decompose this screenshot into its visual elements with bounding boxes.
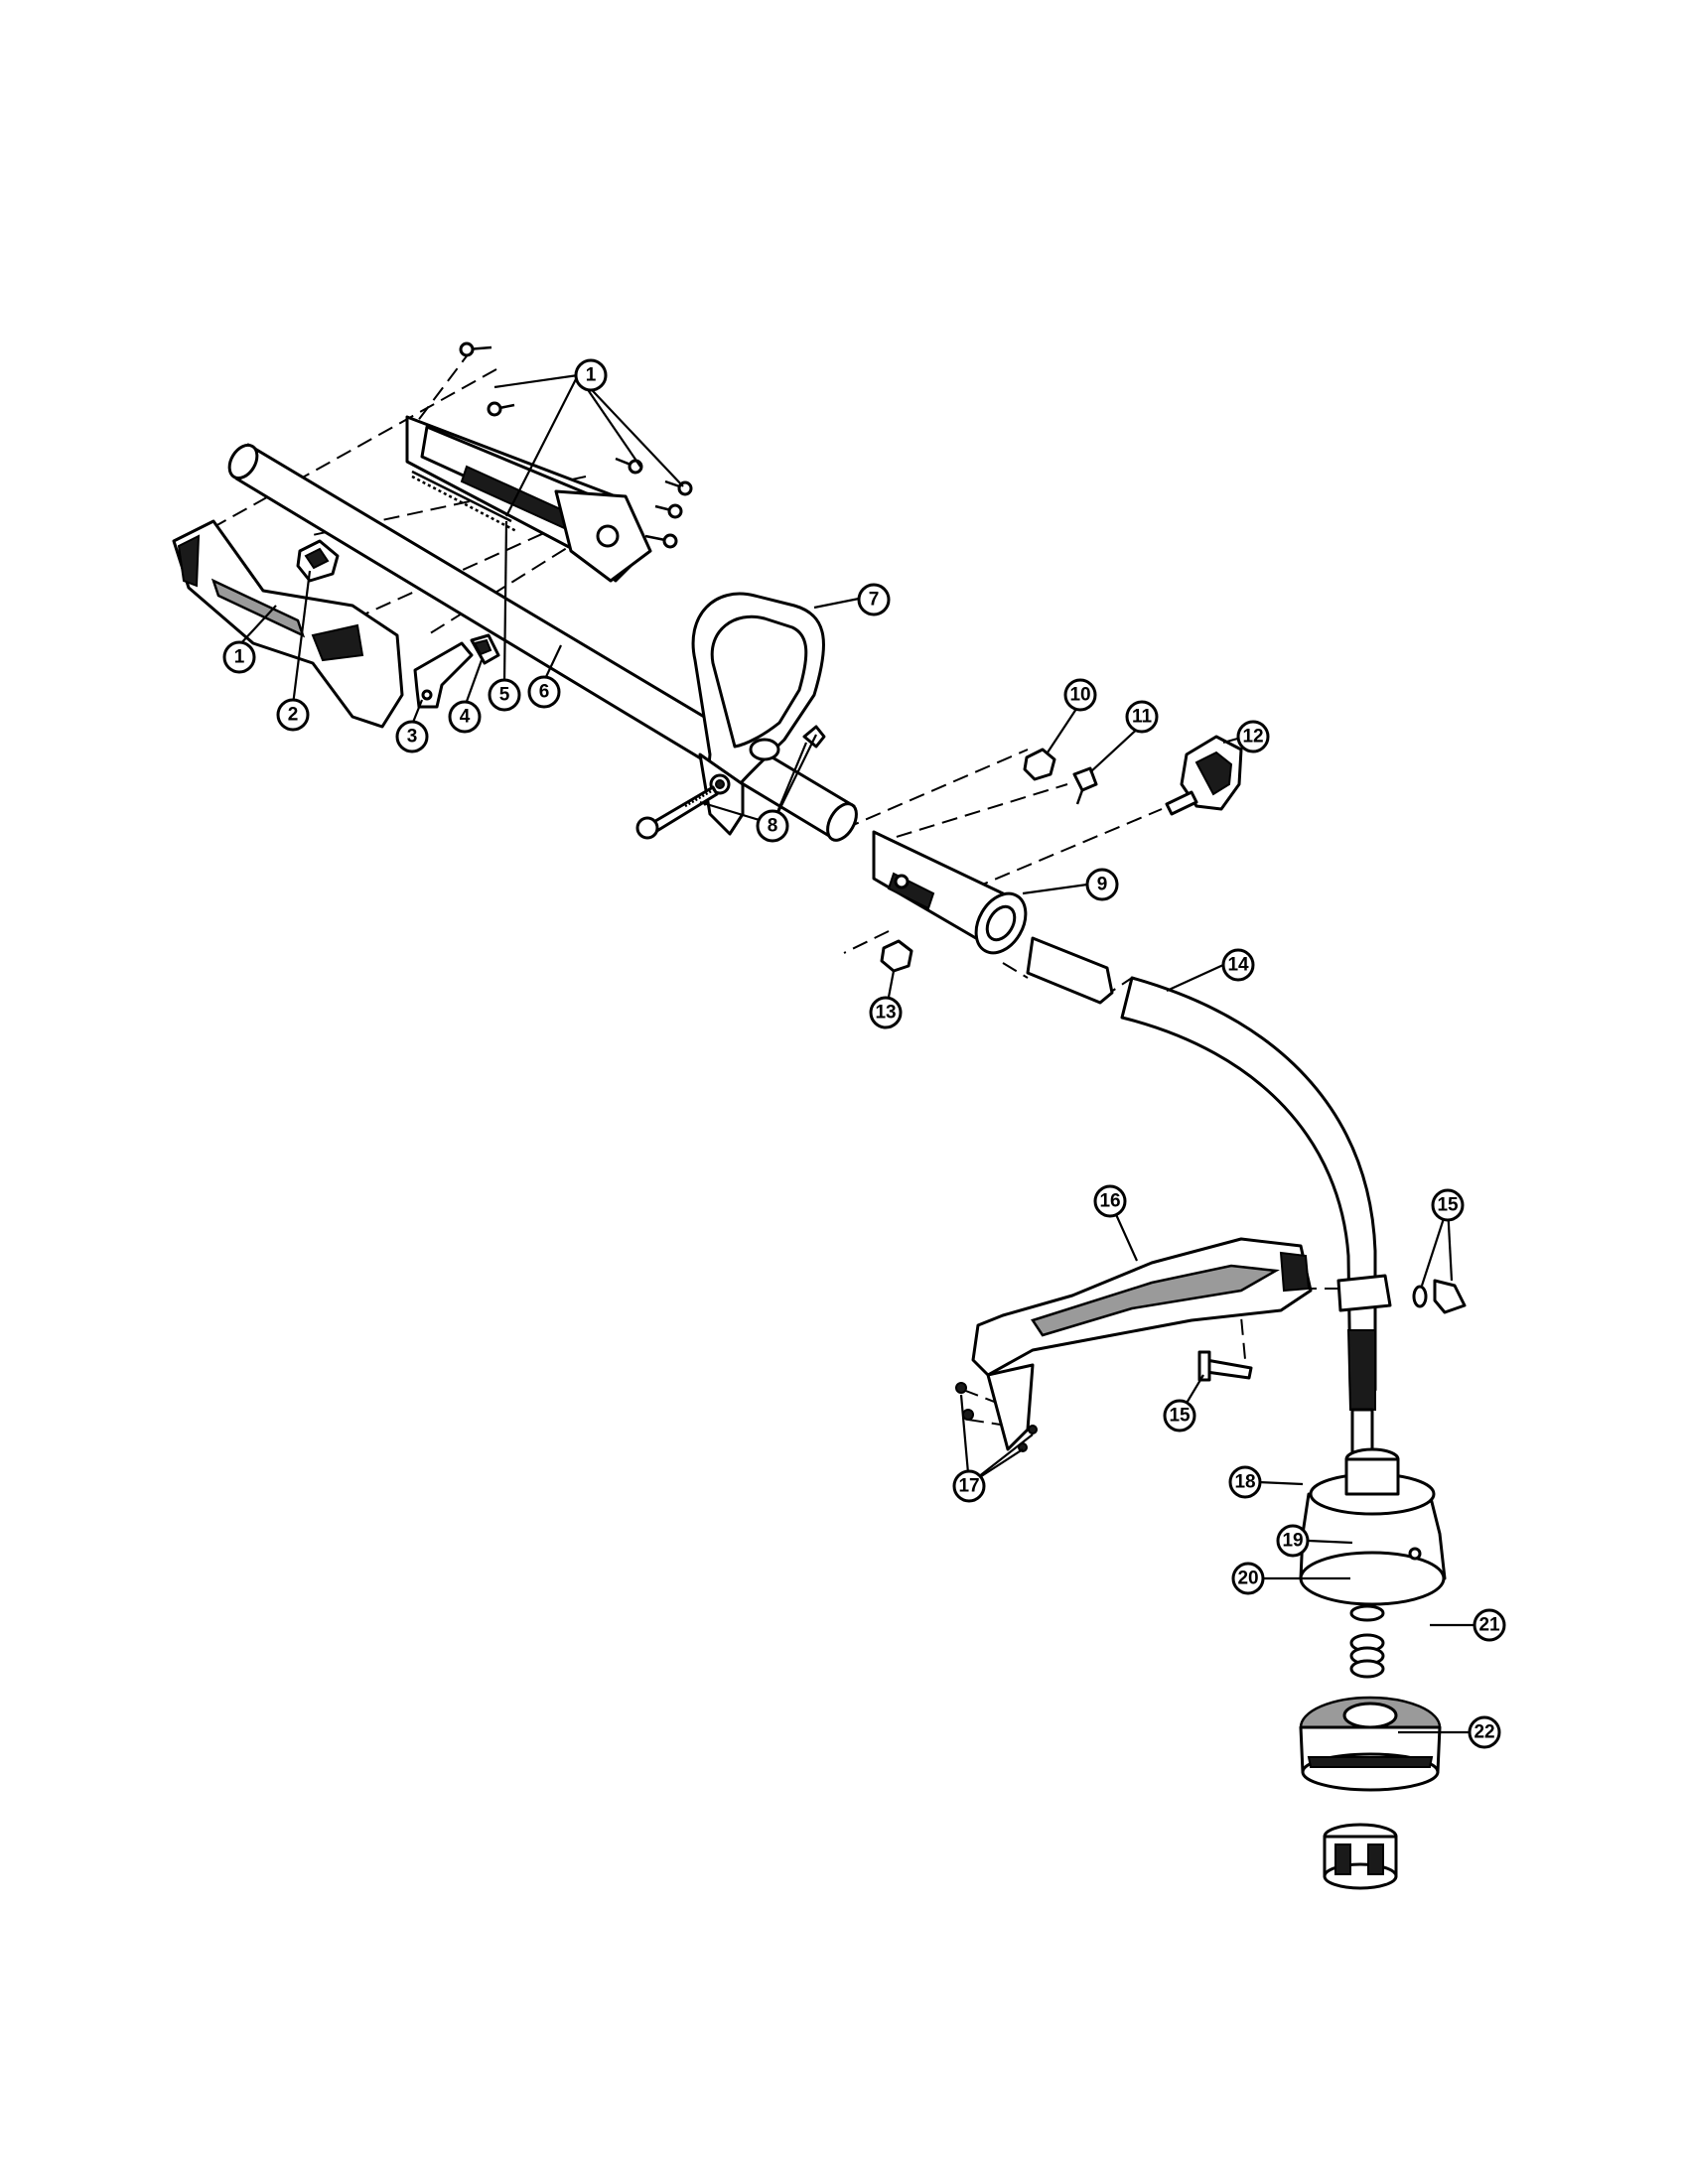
svg-text:1: 1 (586, 365, 597, 386)
assist-handle-7 (691, 592, 858, 842)
callout-19: 19 (1276, 1524, 1310, 1558)
svg-text:15: 15 (1437, 1195, 1459, 1216)
svg-text:12: 12 (1242, 727, 1263, 748)
callout-18: 18 (1228, 1465, 1262, 1499)
guard-16 (971, 1237, 1313, 1451)
callout-1-lower: 1 (222, 640, 256, 674)
svg-text:2: 2 (288, 705, 299, 726)
svg-text:11: 11 (1132, 707, 1153, 728)
svg-text:5: 5 (499, 685, 510, 706)
svg-text:9: 9 (1097, 875, 1108, 895)
svg-text:7: 7 (869, 590, 880, 611)
callout-15-lower: 15 (1163, 1399, 1196, 1433)
nut-13 (880, 939, 913, 973)
leader-lines (238, 373, 1474, 1734)
callout-17: 17 (952, 1469, 986, 1503)
nut-10 (1023, 748, 1056, 781)
spring-20 (1349, 1633, 1385, 1679)
svg-text:10: 10 (1069, 685, 1090, 706)
spool-21 (1299, 1696, 1442, 1792)
callout-6: 6 (527, 675, 561, 709)
screw-11 (1072, 766, 1098, 805)
svg-text:8: 8 (768, 816, 778, 837)
lock-off-4 (470, 633, 500, 665)
callout-21: 21 (1473, 1608, 1506, 1642)
callout-2: 2 (276, 698, 310, 732)
callout-7: 7 (857, 583, 891, 616)
svg-text:17: 17 (958, 1476, 979, 1497)
callout-9: 9 (1085, 868, 1119, 901)
bolt-8 (635, 725, 826, 840)
callout-4: 4 (448, 700, 482, 734)
callout-13: 13 (869, 996, 903, 1029)
lower-shaft-14 (1026, 936, 1392, 1471)
svg-text:16: 16 (1099, 1191, 1120, 1212)
callout-15-right: 15 (1431, 1188, 1465, 1222)
bolt-15 (1197, 1350, 1253, 1382)
callout-16: 16 (1093, 1184, 1127, 1218)
callout-1-upper: 1 (574, 358, 608, 392)
callout-22: 22 (1468, 1715, 1501, 1749)
upper-housing-1 (405, 415, 652, 583)
callout-8: 8 (756, 809, 789, 843)
svg-text:3: 3 (407, 727, 418, 748)
svg-text:20: 20 (1237, 1569, 1258, 1589)
spool-housing-18 (1299, 1447, 1447, 1606)
svg-text:1: 1 (234, 647, 245, 668)
svg-text:15: 15 (1169, 1406, 1191, 1427)
spring-5 (411, 475, 517, 533)
svg-text:22: 22 (1474, 1722, 1494, 1743)
svg-text:18: 18 (1234, 1472, 1255, 1493)
svg-text:21: 21 (1478, 1615, 1500, 1636)
callout-5: 5 (488, 678, 521, 712)
callout-3: 3 (395, 720, 429, 753)
trigger-3 (413, 641, 474, 709)
wing-nut-15 (1412, 1279, 1467, 1314)
lower-housing-1 (172, 519, 404, 729)
callout-12: 12 (1236, 720, 1270, 753)
callout-14: 14 (1221, 948, 1255, 982)
svg-text:19: 19 (1282, 1531, 1303, 1552)
switch-2 (296, 539, 340, 583)
svg-text:13: 13 (875, 1003, 896, 1024)
callout-11: 11 (1125, 700, 1159, 734)
callout-10: 10 (1063, 678, 1097, 712)
screws-1 (459, 341, 693, 549)
svg-text:14: 14 (1227, 955, 1249, 976)
callout-20: 20 (1231, 1562, 1265, 1595)
coupler-9 (872, 830, 1028, 955)
washer-19 (1349, 1604, 1385, 1622)
svg-text:6: 6 (539, 682, 550, 703)
bump-knob-22 (1323, 1823, 1398, 1890)
knob-12 (1165, 735, 1243, 816)
svg-text:4: 4 (460, 707, 471, 728)
